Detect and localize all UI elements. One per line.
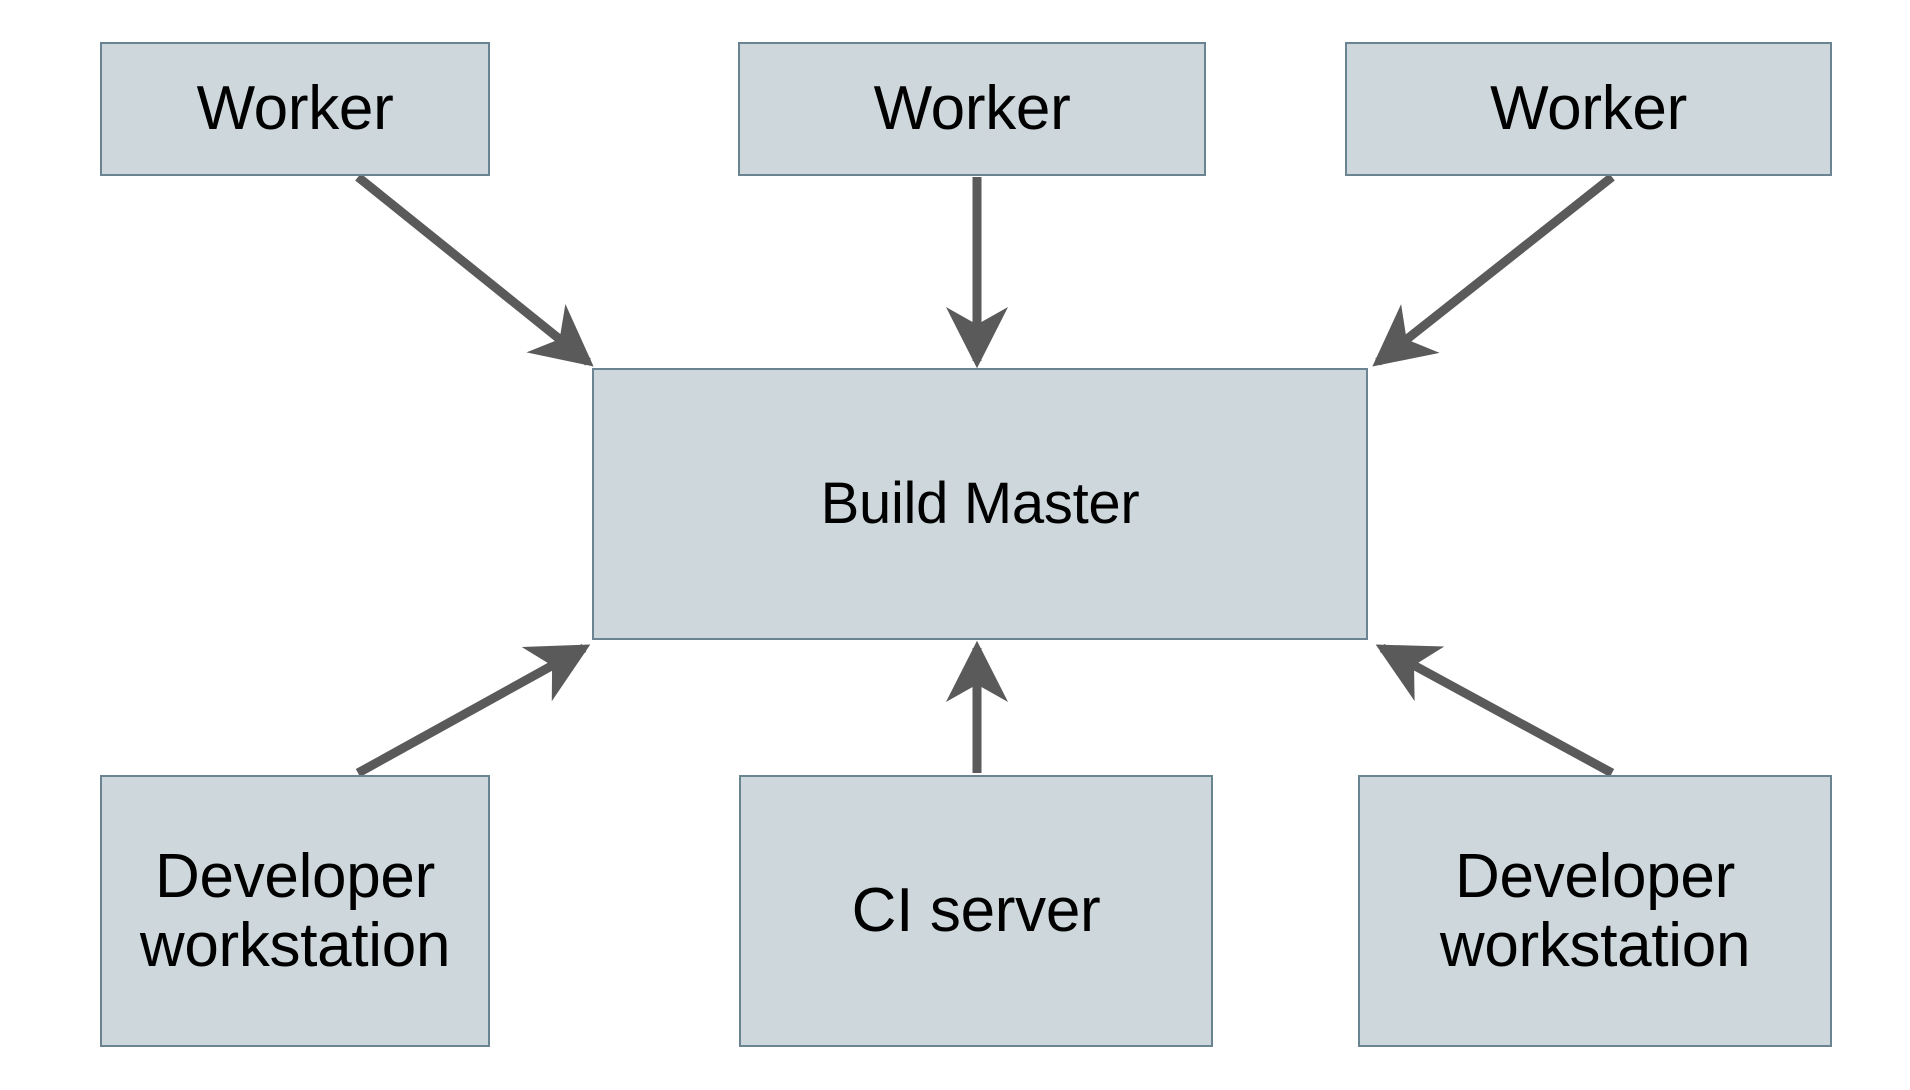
node-worker-left[interactable]: Worker	[100, 42, 490, 176]
edge-dev-right-to-master	[1375, 644, 1615, 777]
node-label: Build Master	[820, 470, 1140, 536]
node-label: CI server	[851, 876, 1101, 946]
node-label: Worker	[1490, 74, 1687, 144]
node-label: Developer workstation	[1439, 841, 1751, 980]
node-developer-workstation-right[interactable]: Developer workstation	[1358, 775, 1832, 1047]
node-label: Worker	[873, 74, 1071, 144]
node-worker-middle[interactable]: Worker	[738, 42, 1206, 176]
edge-worker-left-to-master	[355, 173, 594, 367]
node-build-master[interactable]: Build Master	[592, 368, 1368, 640]
node-label: Developer workstation	[139, 841, 451, 980]
node-worker-right[interactable]: Worker	[1345, 42, 1832, 176]
edge-worker-right-to-master	[1372, 173, 1615, 367]
node-ci-server[interactable]: CI server	[739, 775, 1213, 1047]
node-label: Worker	[196, 74, 394, 144]
edge-dev-left-to-master	[355, 644, 591, 777]
node-developer-workstation-left[interactable]: Developer workstation	[100, 775, 490, 1047]
